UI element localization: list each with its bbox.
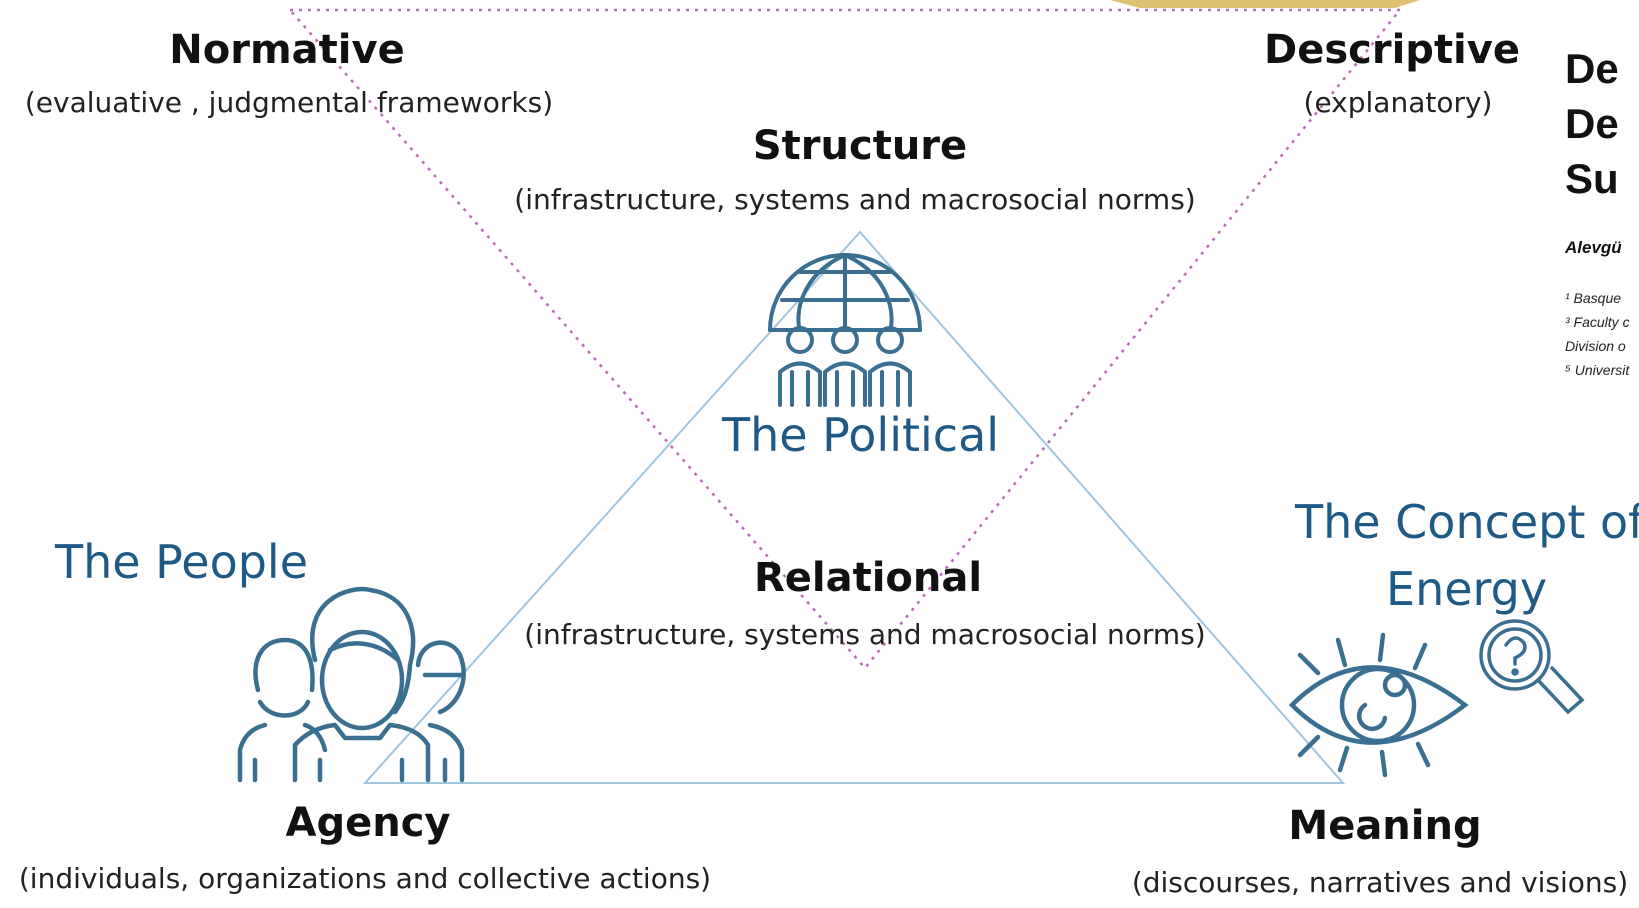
meaning-subtitle: (discourses, narratives and visions) xyxy=(1131,866,1629,899)
the-political-label: The Political xyxy=(722,408,1000,462)
paper-author: Alevgü xyxy=(1565,238,1622,257)
concept-of-energy-label-line1: The Concept of xyxy=(1295,495,1639,549)
eye-icon xyxy=(1288,632,1469,778)
descriptive-subtitle: (explanatory) xyxy=(1303,86,1493,119)
paper-heading-line1: De xyxy=(1565,45,1619,92)
paper-affiliation-3: Division o xyxy=(1565,338,1626,354)
descriptive-title: Descriptive xyxy=(1264,27,1520,73)
structure-title: Structure xyxy=(752,123,968,169)
concept-of-energy-label-line2: Energy xyxy=(1386,562,1548,616)
meaning-title: Meaning xyxy=(1288,803,1482,849)
agency-subtitle: (individuals, organizations and collecti… xyxy=(18,862,712,895)
structure-subtitle: (infrastructure, systems and macrosocial… xyxy=(514,183,1196,216)
paper-heading-line3: Su xyxy=(1565,155,1619,202)
the-people-label: The People xyxy=(55,535,308,589)
solid-triangle xyxy=(362,230,1346,784)
magnifier-question-icon xyxy=(1479,619,1585,715)
paper-affiliation-2: ³ Faculty c xyxy=(1565,314,1630,330)
agency-title: Agency xyxy=(285,800,451,846)
paper-affiliation-1: ¹ Basque xyxy=(1565,290,1622,306)
relational-subtitle: (infrastructure, systems and macrosocial… xyxy=(524,618,1206,651)
paper-heading-line2: De xyxy=(1565,100,1619,147)
normative-title: Normative xyxy=(169,27,405,73)
dotted-triangle xyxy=(287,8,1403,670)
paper-fragment: De De Su Alevgü ¹ Basque ³ Faculty c Div… xyxy=(1565,0,1639,908)
globe-people-icon xyxy=(768,253,922,407)
relational-title: Relational xyxy=(753,555,983,601)
normative-subtitle: (evaluative , judgmental frameworks) xyxy=(24,86,554,119)
paper-affiliation-4: ⁵ Universit xyxy=(1565,362,1630,378)
people-group-icon xyxy=(237,586,466,783)
decorative-gold-shape xyxy=(1110,0,1420,8)
